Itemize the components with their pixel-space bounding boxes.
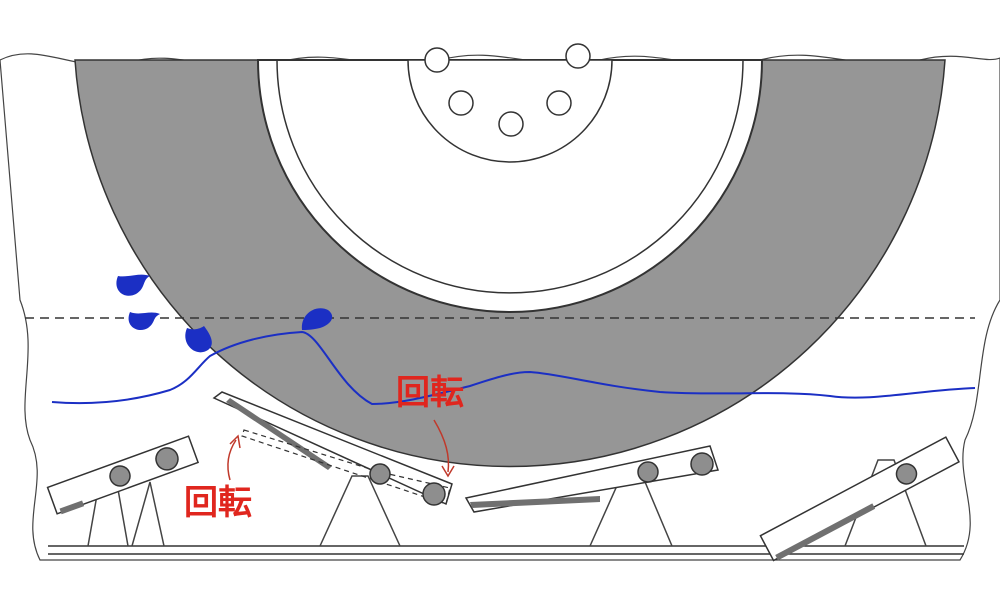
water-droplet	[116, 274, 150, 296]
rotation-arrow-head	[441, 465, 455, 478]
rotation-label-upper: 回転	[396, 373, 464, 413]
flap-right	[759, 436, 960, 562]
roller	[155, 447, 179, 471]
wheel-rim	[256, 59, 764, 313]
rotation-arrow	[227, 439, 237, 481]
lug-nut	[546, 90, 572, 116]
flap-plate-lower	[241, 429, 451, 505]
flap-left	[46, 435, 200, 515]
wheel-rim-inner-line	[276, 59, 744, 294]
roller	[422, 482, 446, 506]
water-line	[51, 330, 976, 406]
flap-center-right	[464, 445, 719, 513]
roller	[895, 463, 918, 485]
rotation-arrow	[433, 419, 450, 473]
roller	[690, 452, 714, 476]
roller	[109, 465, 131, 487]
lug-nut	[565, 43, 591, 69]
wheel-hub	[407, 59, 613, 163]
lug-nuts	[424, 43, 591, 137]
support-strut	[131, 481, 165, 547]
flap-strip	[59, 500, 85, 515]
water-droplet	[301, 308, 333, 330]
rotation-arrow-head	[229, 434, 241, 449]
lug-nut	[498, 111, 524, 137]
roller	[637, 461, 659, 483]
flap-plate	[464, 445, 719, 513]
roller	[369, 463, 391, 485]
water-droplet	[185, 326, 212, 353]
lug-nut	[424, 47, 450, 73]
rotation-label-lower: 回転	[184, 483, 252, 523]
water-droplets	[116, 274, 333, 353]
support-strut	[319, 475, 401, 547]
rotation-arrows	[227, 419, 455, 481]
flap-strip	[470, 496, 600, 508]
flap-center-left	[212, 391, 453, 506]
water-droplet	[128, 312, 160, 331]
flap-strip	[775, 503, 876, 561]
lug-nut	[448, 90, 474, 116]
flap-strip	[226, 398, 332, 470]
